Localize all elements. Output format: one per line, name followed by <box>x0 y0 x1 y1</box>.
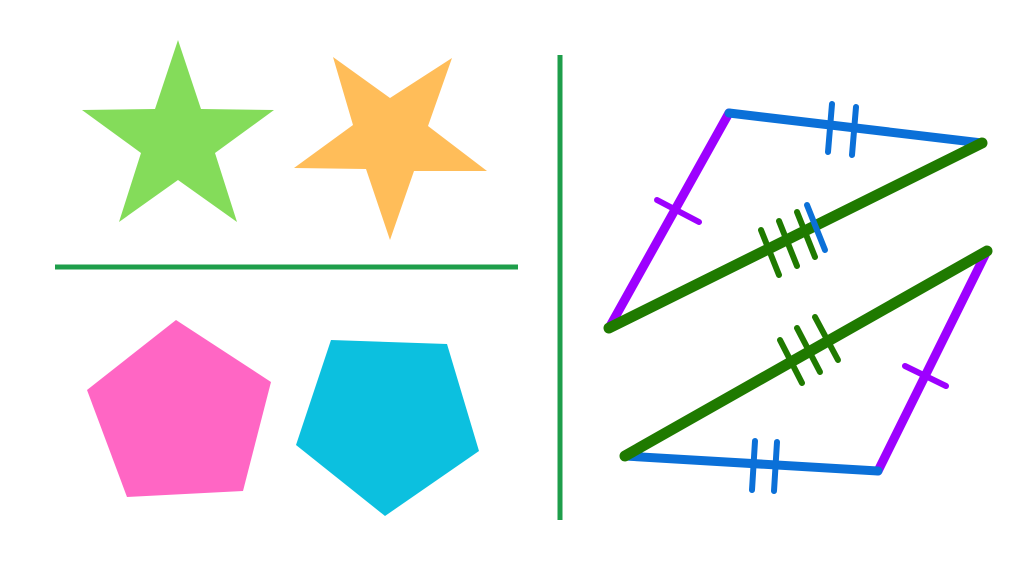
upper-blue-tick-2 <box>849 104 859 158</box>
lower-diagonal-tick-1 <box>777 337 805 386</box>
lower-diagonal-tick-3 <box>812 314 841 363</box>
upper-diagonal-tick-3 <box>794 209 818 260</box>
lower-purple-tick <box>902 363 949 389</box>
upper-purple-side <box>604 108 734 333</box>
lower-blue-tick-1 <box>749 438 758 493</box>
orange-star <box>294 57 487 240</box>
upper-diagonal-tick-1 <box>758 227 782 278</box>
green-star <box>82 40 274 222</box>
upper-blue-tick-1 <box>825 101 835 155</box>
cyan-pentagon <box>296 340 479 516</box>
pink-pentagon <box>87 320 271 497</box>
upper-diagonal-tick-4 <box>804 202 828 253</box>
upper-purple-tick <box>654 197 702 225</box>
lower-purple-side <box>873 246 992 476</box>
lower-triangle <box>619 245 993 494</box>
lower-diagonal-tick-2 <box>794 325 823 375</box>
upper-diagonal-tick-2 <box>776 218 800 269</box>
lower-blue-tick-2 <box>771 439 780 494</box>
upper-green-diagonal <box>603 137 988 334</box>
upper-triangle <box>603 101 988 334</box>
lower-green-diagonal <box>619 245 993 462</box>
